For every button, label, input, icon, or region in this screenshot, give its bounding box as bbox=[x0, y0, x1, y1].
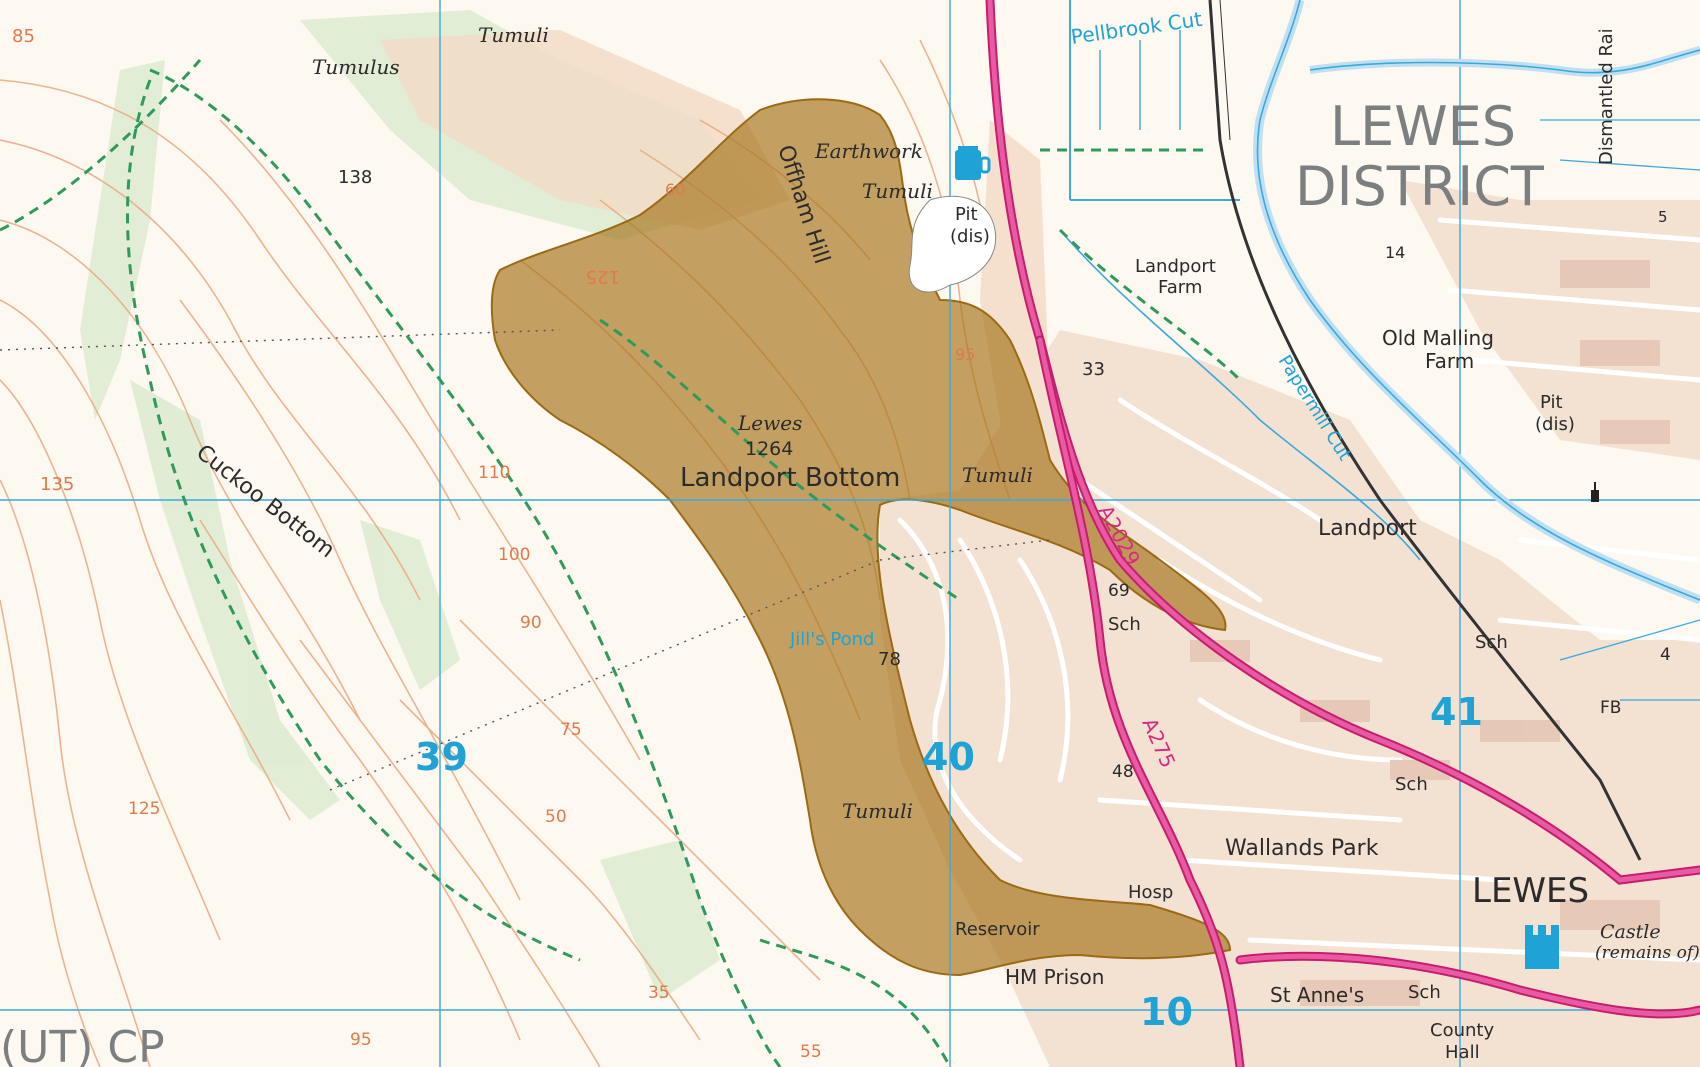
label-hm-prison: HM Prison bbox=[1005, 965, 1104, 989]
label-civil-parish: (UT) CP bbox=[0, 1022, 165, 1067]
label-castle-2: (remains of) bbox=[1595, 943, 1700, 963]
railway bbox=[1208, 0, 1642, 861]
grid-easting-label: 39 bbox=[415, 735, 468, 779]
label-tumuli-offham: Tumuli bbox=[862, 179, 933, 203]
contour-label: 75 bbox=[560, 720, 582, 740]
museum-icon bbox=[1525, 925, 1559, 969]
contour-label: 35 bbox=[648, 983, 670, 1003]
label-lewes-district-line2: DISTRICT bbox=[1295, 155, 1545, 218]
label-county-hall-2: Hall bbox=[1445, 1042, 1480, 1063]
label-wallands-park: Wallands Park bbox=[1225, 836, 1379, 861]
label-pit-dis-east-2: (dis) bbox=[1535, 414, 1575, 435]
spot-height: 4 bbox=[1660, 645, 1671, 665]
label-old-malling-farm-2: Farm bbox=[1425, 349, 1474, 373]
label-lewes-1264-year: 1264 bbox=[745, 438, 793, 460]
grid-northing-label: 10 bbox=[1140, 990, 1193, 1034]
label-tumulus: Tumulus bbox=[312, 55, 400, 79]
label-county-hall: County bbox=[1430, 1020, 1494, 1041]
label-reservoir: Reservoir bbox=[955, 919, 1040, 940]
label-landport-bottom: Landport Bottom bbox=[680, 463, 900, 493]
label-school: Sch bbox=[1395, 774, 1428, 795]
a-roads bbox=[985, 0, 1700, 1067]
label-landport-farm-2: Farm bbox=[1158, 277, 1202, 298]
pub-icon bbox=[955, 146, 991, 180]
label-tumuli-east: Tumuli bbox=[962, 463, 1033, 487]
spot-height: 78 bbox=[878, 649, 901, 670]
label-earthwork: Earthwork bbox=[814, 139, 923, 163]
label-lewes-town: LEWES bbox=[1472, 871, 1589, 911]
contour-label: 55 bbox=[800, 1042, 822, 1062]
label-tumuli-south: Tumuli bbox=[842, 799, 913, 823]
label-hospital: Hosp bbox=[1128, 882, 1173, 903]
contour-label: 125 bbox=[586, 266, 620, 287]
spot-height: 33 bbox=[1082, 359, 1105, 380]
contour-label: 110 bbox=[478, 463, 510, 483]
spot-heights: 138 33 69 78 48 14 4 5 bbox=[338, 167, 1671, 782]
contour-label: 85 bbox=[12, 26, 35, 47]
grid-numbers: 39 40 41 10 bbox=[415, 690, 1483, 1034]
pit-area bbox=[908, 195, 997, 293]
contour-label: 95 bbox=[350, 1030, 372, 1050]
tracks bbox=[0, 329, 1051, 791]
street-network bbox=[897, 217, 1700, 963]
church-icon bbox=[1591, 482, 1599, 502]
label-lewes-1264: Lewes bbox=[737, 411, 802, 435]
label-castle: Castle bbox=[1600, 921, 1661, 943]
label-school: Sch bbox=[1408, 982, 1441, 1003]
label-pit-dis: Pit bbox=[955, 204, 978, 225]
label-landport-farm: Landport bbox=[1135, 256, 1216, 277]
waterways bbox=[1059, 0, 1700, 701]
antiquity-labels: Tumuli Tumulus Earthwork Tumuli Lewes 12… bbox=[312, 23, 1033, 823]
label-jills-pond: Jill's Pond bbox=[789, 629, 874, 650]
label-school: Sch bbox=[1108, 614, 1141, 635]
spot-height: 138 bbox=[338, 167, 372, 188]
contour-label: 50 bbox=[545, 807, 567, 827]
contour-label: 135 bbox=[40, 474, 74, 495]
label-pit-dis-east: Pit bbox=[1540, 392, 1563, 413]
label-pit-dis-2: (dis) bbox=[950, 226, 990, 247]
contour-label: 95 bbox=[955, 345, 975, 364]
contour-label: 60 bbox=[665, 180, 685, 199]
rights-of-way bbox=[0, 59, 1242, 1067]
contour-value-labels: 85 125 135 110 100 90 75 50 125 95 55 35… bbox=[12, 26, 975, 1062]
spot-height: 5 bbox=[1658, 208, 1668, 226]
label-landport: Landport bbox=[1318, 516, 1417, 541]
spot-height: 48 bbox=[1112, 762, 1134, 782]
label-school: Sch bbox=[1475, 632, 1508, 653]
label-st-annes: St Anne's bbox=[1270, 983, 1364, 1007]
grid-easting-label: 40 bbox=[922, 735, 975, 779]
label-old-malling-farm: Old Malling bbox=[1382, 326, 1494, 350]
spot-height: 14 bbox=[1385, 243, 1405, 262]
label-tumuli-north: Tumuli bbox=[478, 23, 549, 47]
contour-label: 125 bbox=[128, 799, 160, 819]
spot-height: 69 bbox=[1108, 581, 1130, 601]
highlighted-area-landport-bottom bbox=[490, 98, 1232, 977]
grid-easting-label: 41 bbox=[1430, 690, 1483, 734]
label-dismantled-railway: Dismantled Rai bbox=[1596, 28, 1617, 165]
label-lewes-district-line1: LEWES bbox=[1330, 95, 1516, 158]
contour-label: 100 bbox=[498, 545, 530, 565]
label-footbridge: FB bbox=[1600, 698, 1621, 718]
contour-label: 90 bbox=[520, 613, 542, 633]
building-blocks bbox=[1190, 260, 1670, 1006]
